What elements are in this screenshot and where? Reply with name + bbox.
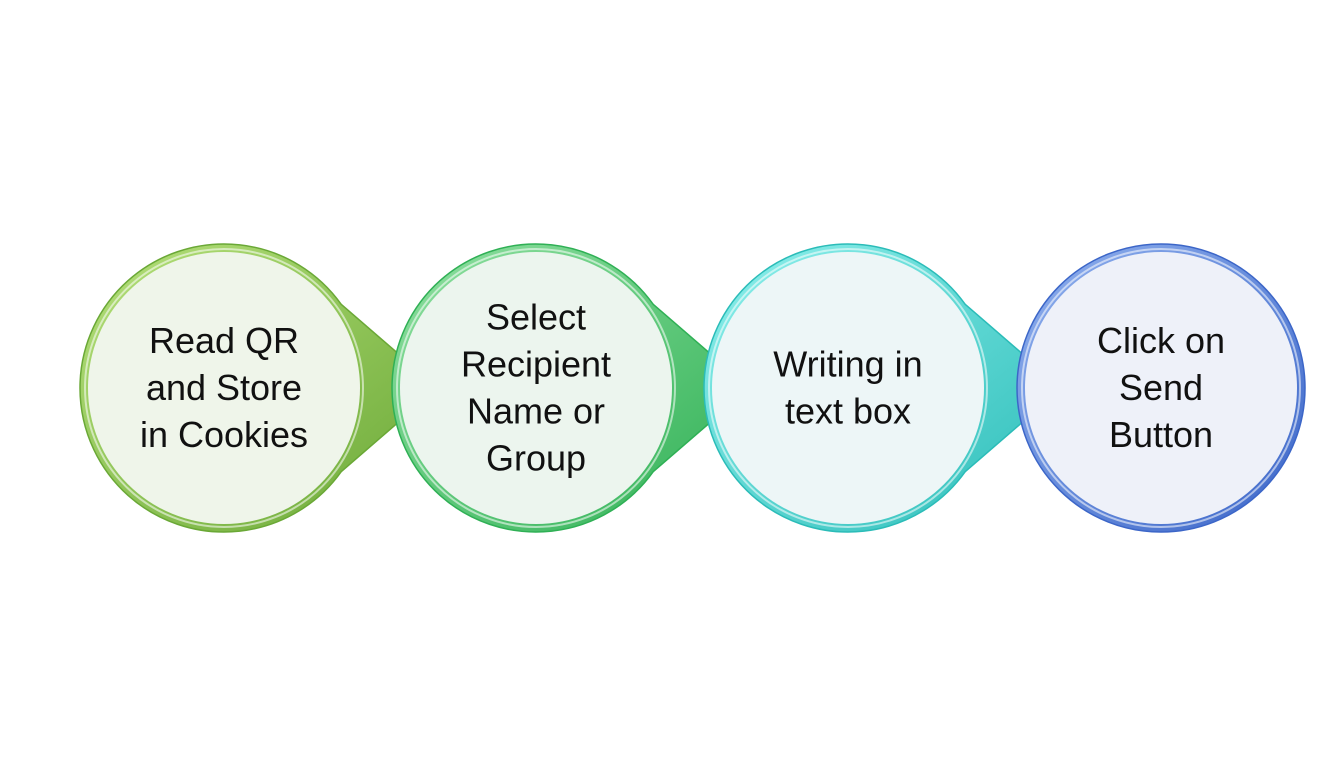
step-3: Writing in text box xyxy=(703,243,1063,533)
step-4-label-line: Send xyxy=(1119,367,1203,408)
step-1-label-line: and Store xyxy=(146,367,302,408)
step-3-highlight xyxy=(708,248,988,528)
step-1-label-line: in Cookies xyxy=(140,414,308,455)
step-2-label-line: Name or xyxy=(467,391,605,432)
step-2-label-line: Group xyxy=(486,438,586,479)
step-2-highlight xyxy=(396,248,676,528)
step-4-highlight xyxy=(1021,248,1301,528)
step-2-circle xyxy=(400,252,672,524)
step-3-circle xyxy=(712,252,984,524)
step-3-label-line: text box xyxy=(785,391,911,432)
step-4-label-line: Click on xyxy=(1097,320,1225,361)
step-2-label-line: Recipient xyxy=(461,344,611,385)
step-1-circle xyxy=(88,252,360,524)
step-4-circle xyxy=(1025,252,1297,524)
step-2-label-line: Select xyxy=(486,297,586,338)
step-1-highlight xyxy=(84,248,364,528)
step-4-label-line: Button xyxy=(1109,414,1213,455)
step-1-label-line: Read QR xyxy=(149,320,299,361)
step-1: Read QR and Store in Cookies xyxy=(79,243,439,533)
step-3-label-line: Writing in xyxy=(773,344,922,385)
